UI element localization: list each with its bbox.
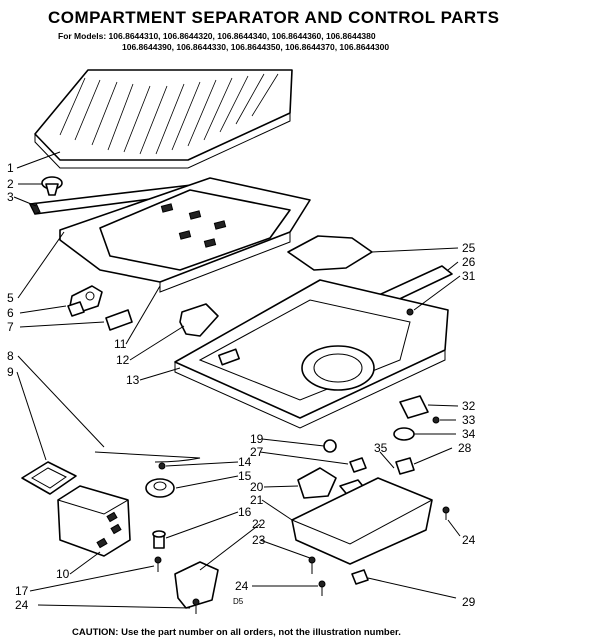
page-title: COMPARTMENT SEPARATOR AND CONTROL PARTS: [48, 8, 500, 27]
callout-3: 3: [7, 190, 14, 204]
callout-21: 21: [250, 493, 264, 507]
callout-20: 20: [250, 480, 264, 494]
part-32-bracket: [399, 395, 429, 419]
part-21-control-base: [291, 477, 433, 565]
callout-27: 27: [250, 445, 264, 459]
part-11-separator-frame: [59, 177, 311, 293]
part-33-screw: [432, 416, 440, 424]
part-17-screw: [154, 556, 162, 572]
callout-19: 19: [250, 432, 264, 446]
part-2-knob: [41, 176, 63, 196]
part-24-screw-a: [318, 580, 326, 596]
part-1-top-grille: [34, 69, 293, 169]
callouts: 1 2 3 5 6 7 8 9 10 11 12 13 14 15 16 17 …: [7, 161, 476, 612]
models-line-2: 106.8644390, 106.8644330, 106.8644350, 1…: [122, 42, 390, 52]
part-25-baffle: [287, 235, 373, 271]
part-28-connector: [395, 457, 415, 475]
part-19-bulb: [323, 439, 337, 453]
part-31-screw: [406, 308, 414, 316]
part-34-gear: [393, 427, 415, 441]
part-29-foot: [351, 569, 369, 585]
callout-9: 9: [7, 365, 14, 379]
callout-26: 26: [462, 255, 476, 269]
callout-15: 15: [238, 469, 252, 483]
caution-note: CAUTION: Use the part number on all orde…: [72, 627, 401, 638]
callout-17: 17: [15, 584, 29, 598]
callout-24-a: 24: [235, 579, 249, 593]
callout-12: 12: [116, 353, 130, 367]
part-23-screw: [308, 556, 316, 574]
callout-5: 5: [7, 291, 14, 305]
models-label: For Models:: [58, 31, 107, 41]
part-27-clip: [349, 457, 367, 473]
callout-35: 35: [374, 441, 388, 455]
callout-29: 29: [462, 595, 476, 609]
callout-1: 1: [7, 161, 14, 175]
callout-2: 2: [7, 177, 14, 191]
callout-32: 32: [462, 399, 476, 413]
callout-14: 14: [238, 455, 252, 469]
callout-8: 8: [7, 349, 14, 363]
part-24-screw-b: [192, 598, 200, 614]
leader-lines: [13, 151, 461, 609]
callout-11: 11: [114, 337, 127, 351]
part-15-thermostat: [145, 478, 175, 498]
callout-7: 7: [7, 320, 14, 334]
part-8-tube: [94, 451, 201, 463]
part-12-damper: [179, 303, 219, 337]
part-24-screw-c: [442, 506, 450, 520]
callout-33: 33: [462, 413, 476, 427]
part-20-switch: [297, 467, 337, 499]
callout-10: 10: [56, 567, 70, 581]
callout-22: 22: [252, 517, 266, 531]
model-list: For Models: 106.8644310, 106.8644320, 10…: [58, 31, 389, 53]
callout-28: 28: [458, 441, 472, 455]
part-16-knob: [152, 530, 166, 549]
drawing-code: D5: [233, 597, 244, 606]
models-line-1: 106.8644310, 106.8644320, 106.8644340, 1…: [108, 31, 376, 41]
part-7-clip: [105, 309, 133, 331]
callout-31: 31: [462, 269, 476, 283]
part-22-bracket: [174, 561, 219, 609]
callout-23: 23: [252, 533, 266, 547]
callout-6: 6: [7, 306, 14, 320]
callout-25: 25: [462, 241, 476, 255]
part-9-gasket: [21, 461, 77, 495]
callout-34: 34: [462, 427, 476, 441]
part-14-screw: [158, 462, 166, 470]
callout-16: 16: [238, 505, 252, 519]
part-13-separator-panel: [174, 279, 449, 429]
callout-24-b: 24: [15, 598, 29, 612]
part-6-clip: [67, 301, 85, 317]
callout-13: 13: [126, 373, 140, 387]
callout-24-c: 24: [462, 533, 476, 547]
part-10-control-housing: [57, 485, 131, 557]
